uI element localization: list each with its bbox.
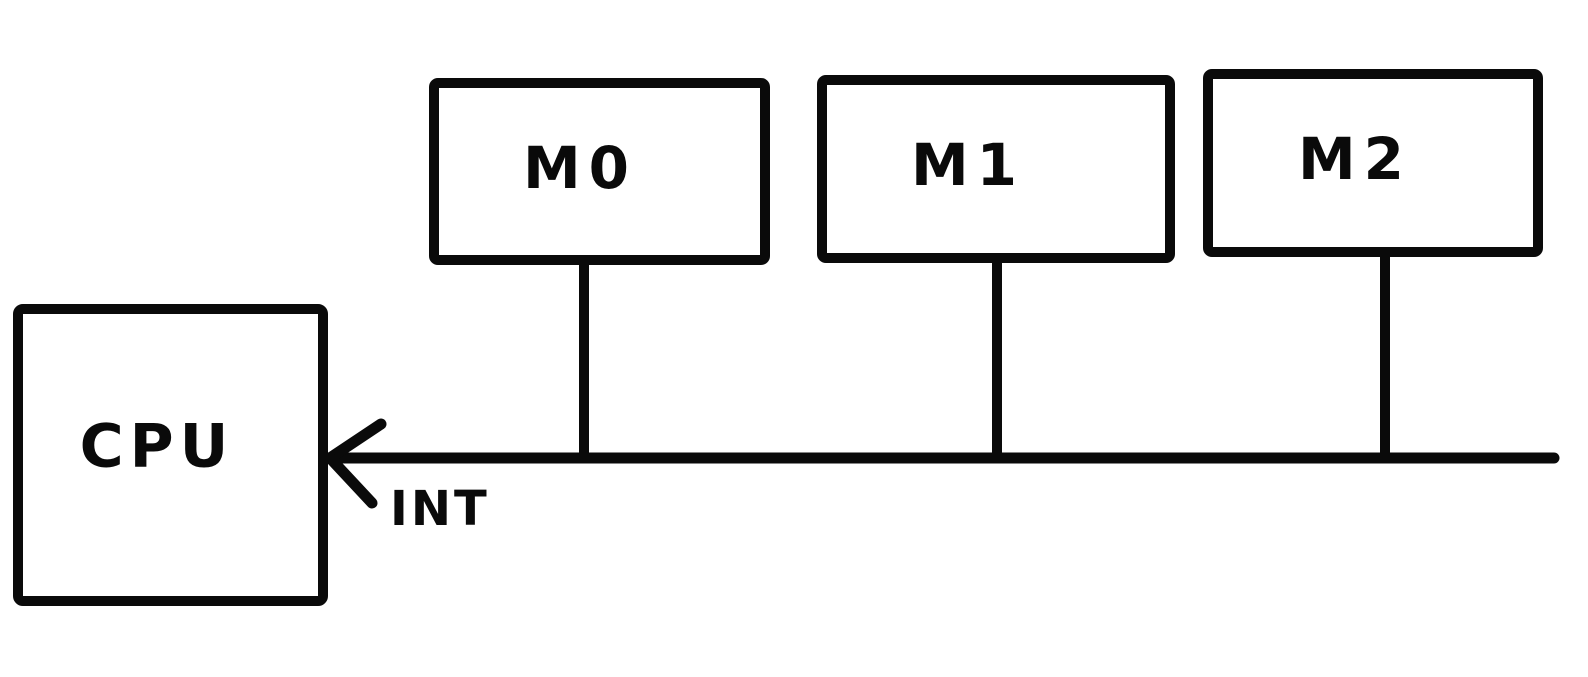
m0-box	[429, 78, 770, 265]
m1-box	[817, 75, 1175, 263]
cpu-box	[13, 304, 328, 606]
node-m0[interactable]: M0	[429, 78, 770, 265]
node-cpu[interactable]: CPU	[13, 304, 328, 606]
interrupt-bus-label: INT	[390, 481, 490, 537]
cpu-label: CPU	[80, 412, 235, 482]
node-m2[interactable]: M2	[1203, 69, 1543, 257]
node-m1[interactable]: M1	[817, 75, 1175, 263]
m2-label: M2	[1298, 125, 1412, 193]
m2-box	[1203, 69, 1543, 257]
interrupt-arrow-head	[324, 418, 387, 509]
m1-label: M1	[911, 131, 1025, 199]
m0-label: M0	[523, 134, 637, 202]
